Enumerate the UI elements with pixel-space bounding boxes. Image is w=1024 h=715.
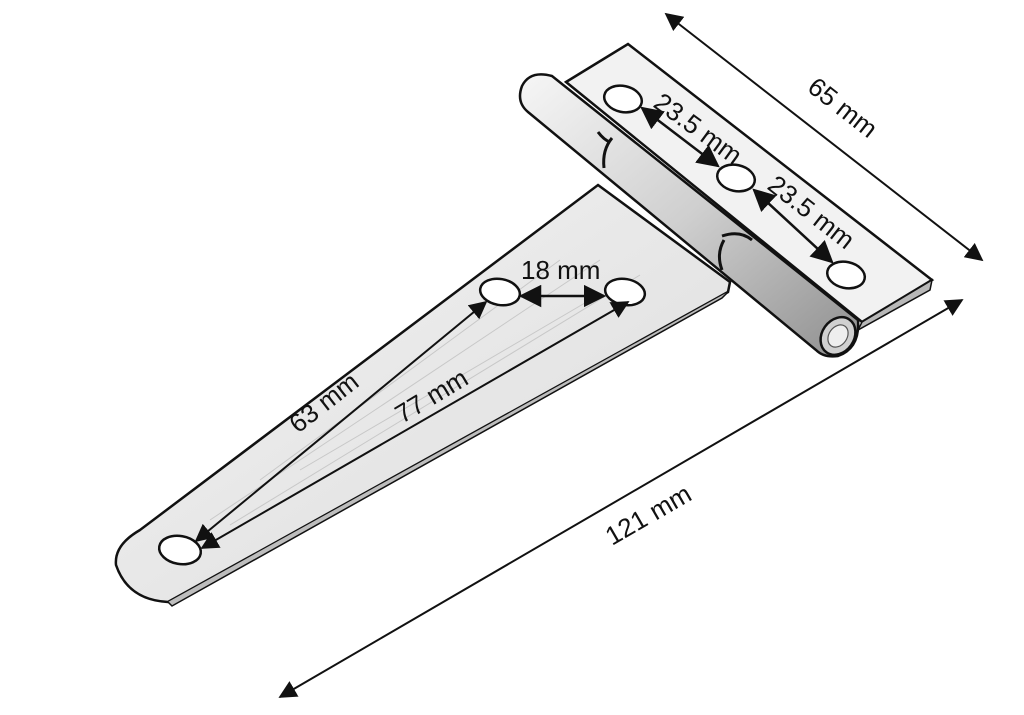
dimension-lines bbox=[194, 12, 984, 698]
hole-leaf-1 bbox=[602, 84, 644, 114]
label-leaf-width: 65 mm bbox=[802, 71, 883, 144]
label-strap-hole-spacing: 18 mm bbox=[521, 255, 600, 285]
dim-line-overall-length bbox=[278, 299, 964, 698]
knuckle-segment-line-2 bbox=[602, 137, 614, 169]
label-overall-length: 121 mm bbox=[600, 478, 696, 551]
hole-strap-tip bbox=[157, 534, 203, 566]
dim-line-leaf-width bbox=[664, 12, 984, 262]
hole-leaf-3 bbox=[825, 260, 867, 290]
